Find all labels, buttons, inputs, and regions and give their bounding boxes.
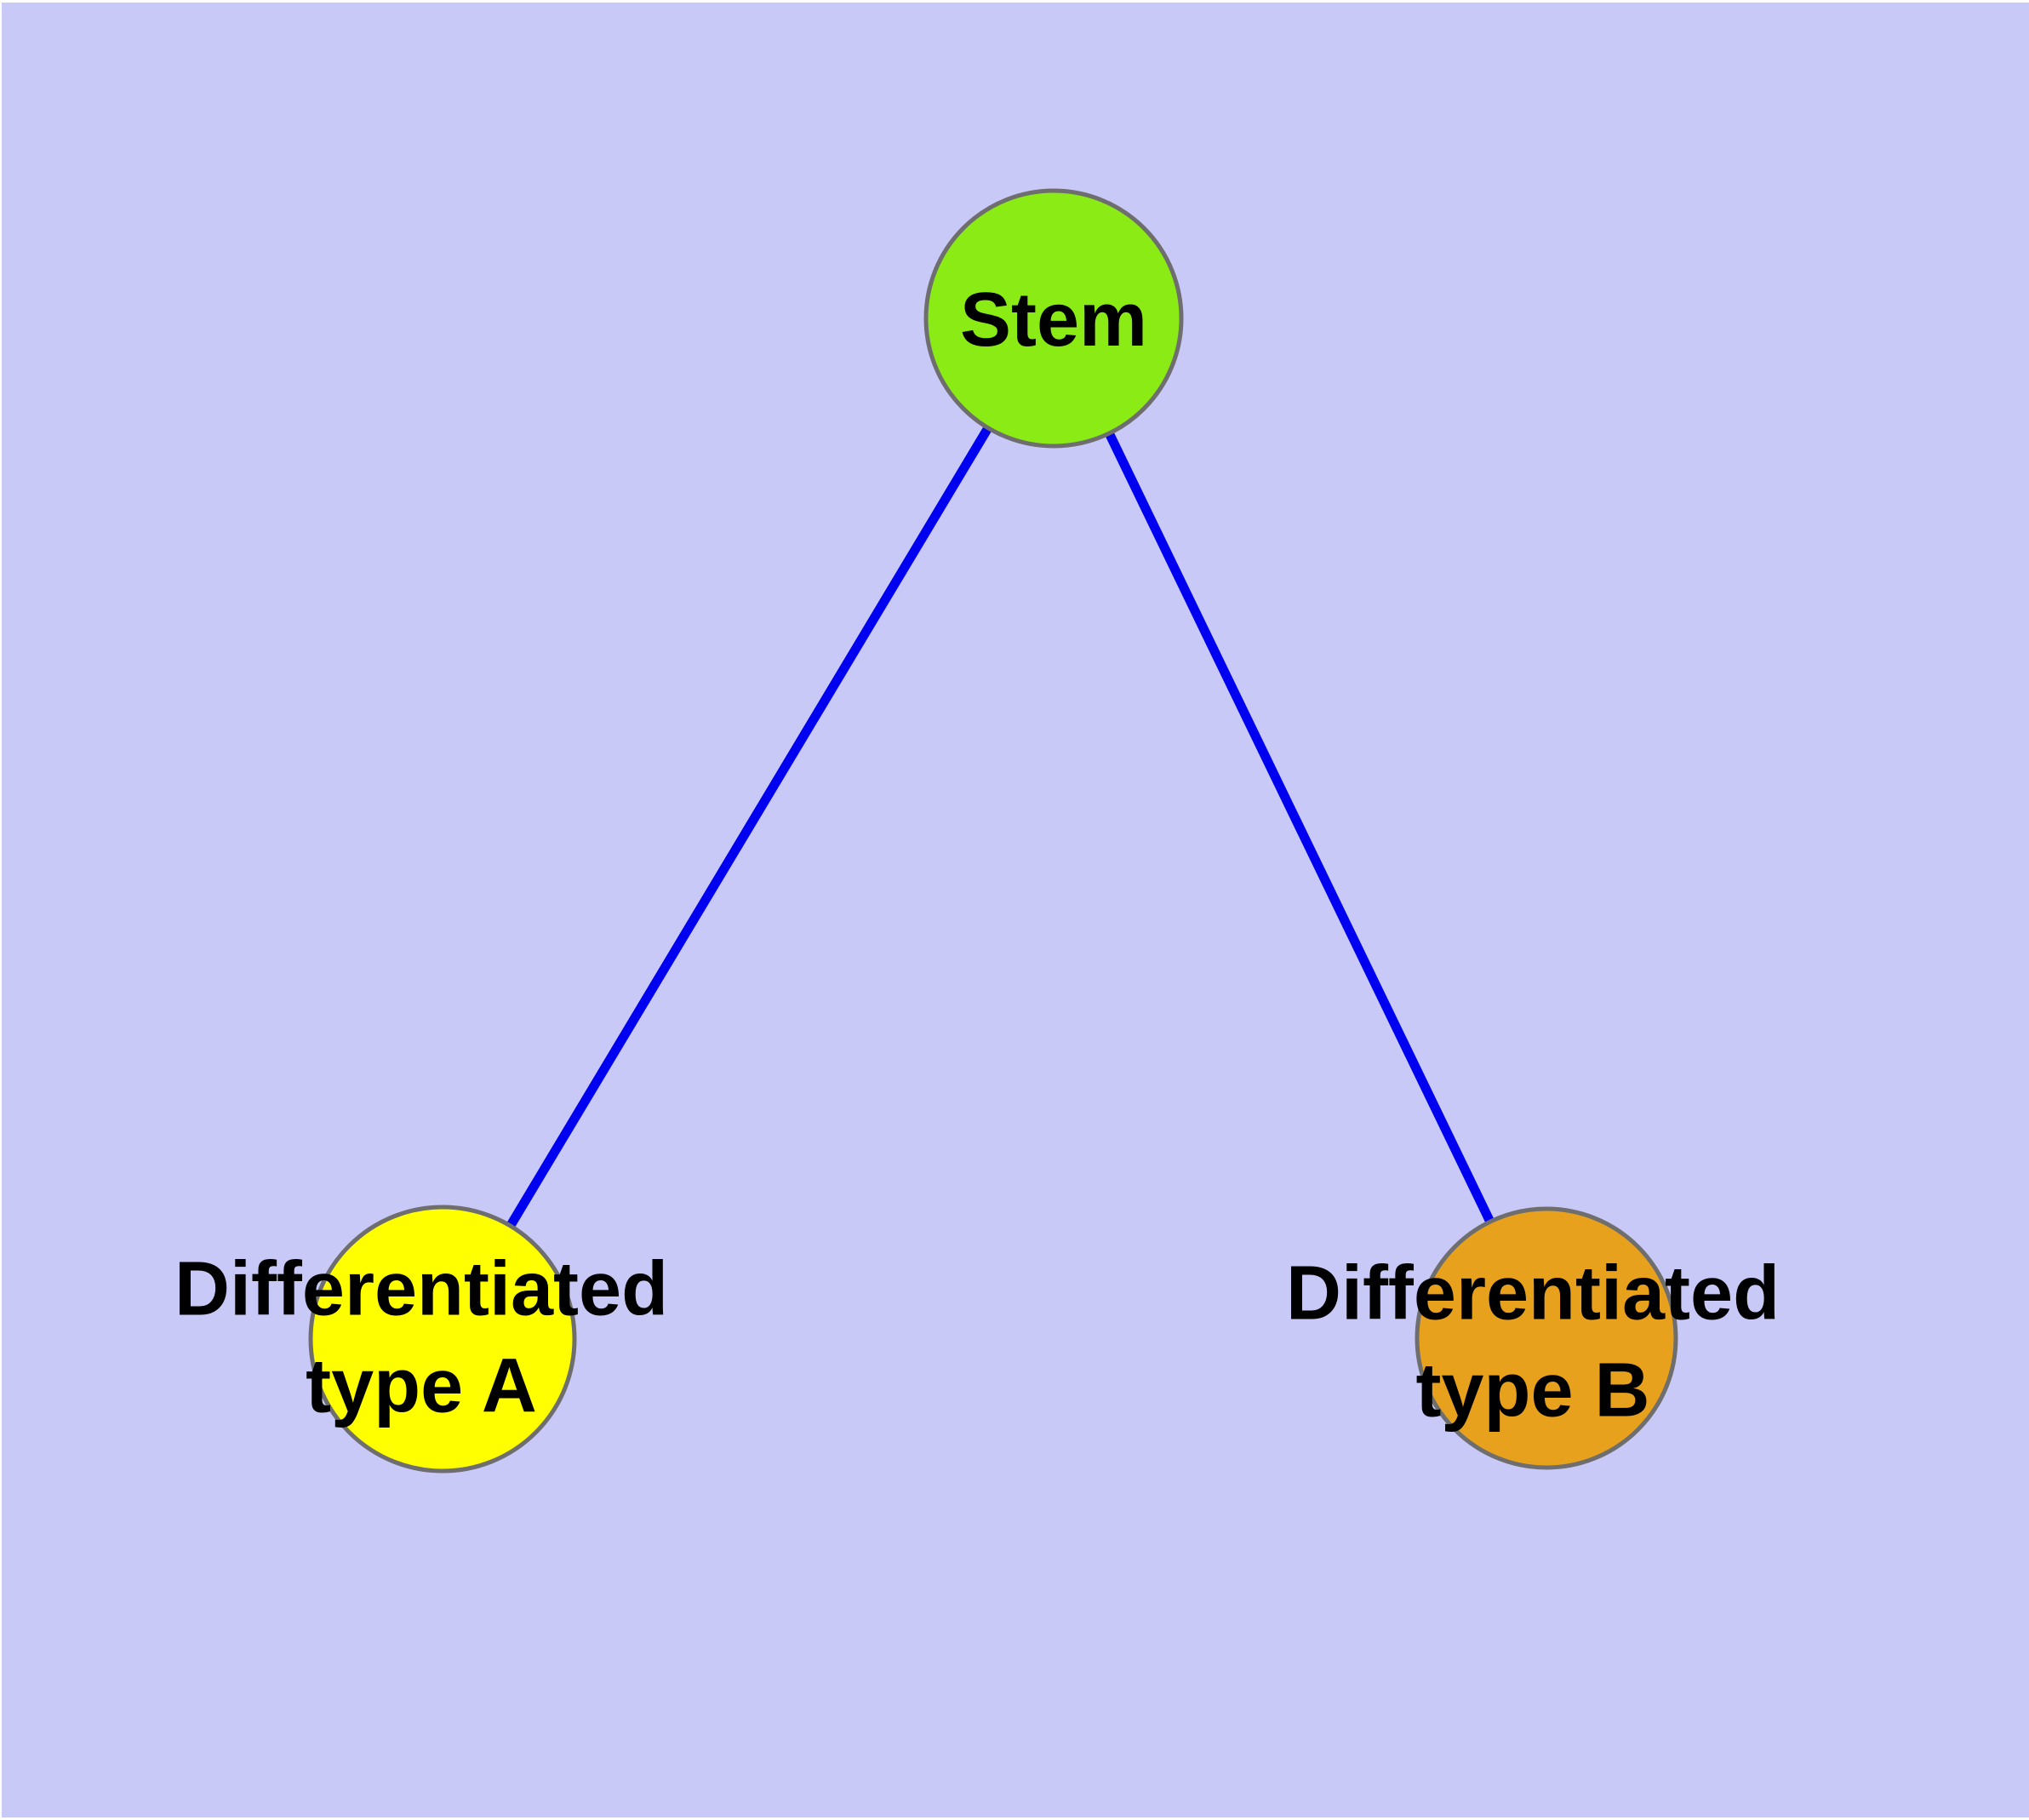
edge-stem-to-type-a [438,316,1058,1342]
node-stem[interactable] [923,188,1184,449]
edge-stem-to-type-b [1049,316,1551,1341]
node-differentiated-type-b[interactable] [1415,1206,1678,1470]
node-differentiated-type-a[interactable] [308,1205,577,1474]
